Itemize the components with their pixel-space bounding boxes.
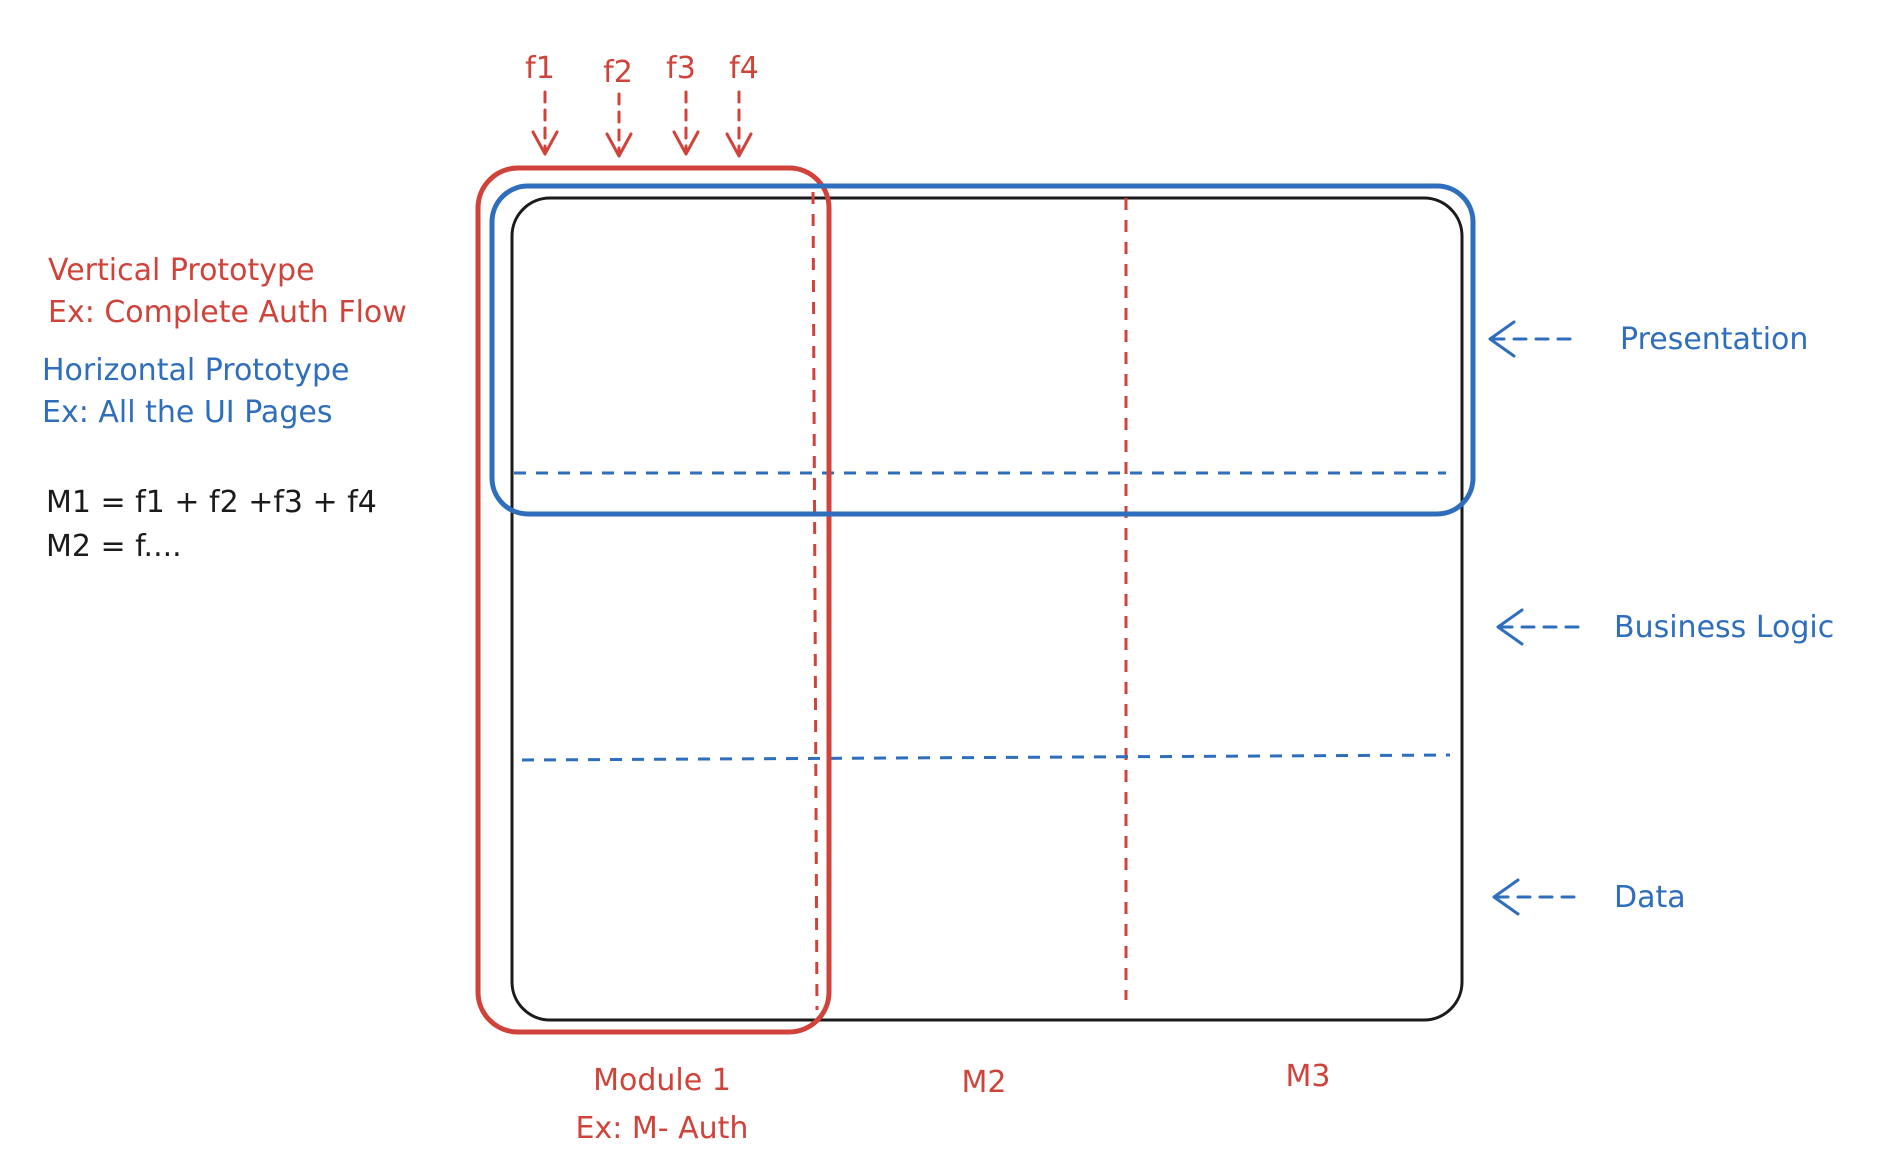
module-label-module1-example: Ex: M- Auth [576, 1111, 749, 1146]
presentation-pointer [1488, 320, 1582, 358]
data-arrow-icon [1492, 878, 1520, 916]
data-pointer [1492, 878, 1584, 916]
layer-label-presentation: Presentation [1620, 322, 1808, 357]
feature-arrow-f4 [725, 90, 753, 158]
module-label-m2: M2 [962, 1065, 1007, 1100]
vertical-prototype-outline [475, 165, 832, 1035]
feature-label-f1: f1 [525, 51, 555, 86]
module-label-module1: Module 1 [593, 1063, 731, 1098]
module-divider-1 [811, 191, 819, 1011]
module-label-m3: M3 [1286, 1059, 1331, 1094]
feature-arrow-f1 [531, 90, 559, 156]
horizontal-prototype-title: Horizontal Prototype [42, 353, 349, 388]
feature-label-f4: f4 [729, 51, 759, 86]
horizontal-prototype-example: Ex: All the UI Pages [42, 395, 332, 430]
formula-m1: M1 = f1 + f2 +f3 + f4 [46, 485, 377, 520]
feature-labels: f1 f2 f3 f4 [525, 51, 759, 90]
vertical-prototype-title: Vertical Prototype [48, 253, 315, 288]
module-dividers [811, 191, 1128, 1011]
vertical-prototype-example: Ex: Complete Auth Flow [48, 295, 407, 330]
feature-label-f2: f2 [603, 55, 633, 90]
business-logic-pointer [1496, 608, 1588, 646]
horizontal-prototype-outline [489, 183, 1476, 517]
left-notes: Vertical Prototype Ex: Complete Auth Flo… [42, 253, 407, 564]
feature-arrows [531, 90, 753, 158]
layer-label-business-logic: Business Logic [1614, 610, 1834, 645]
presentation-arrow-icon [1488, 320, 1516, 358]
feature-arrow-f2 [605, 92, 633, 158]
module-labels: Module 1 Ex: M- Auth M2 M3 [576, 1059, 1331, 1146]
feature-label-f3: f3 [666, 51, 696, 86]
feature-arrow-f3 [672, 90, 700, 156]
layer-labels: Presentation Business Logic Data [1488, 320, 1834, 916]
system-box [510, 196, 1464, 1022]
formula-m2: M2 = f.... [46, 529, 182, 564]
layer-dividers [514, 471, 1451, 762]
layer-divider-2 [521, 753, 1451, 762]
layer-label-data: Data [1614, 880, 1686, 915]
business-logic-arrow-icon [1496, 608, 1524, 646]
